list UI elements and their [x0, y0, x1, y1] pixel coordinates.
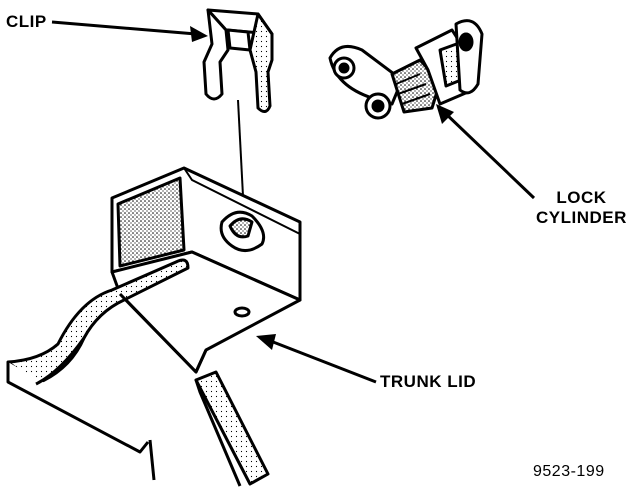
lock-label-line1: LOCK — [556, 188, 607, 207]
lock-cylinder-label: LOCK CYLINDER — [536, 188, 627, 228]
clip-part — [202, 8, 274, 113]
figure-number: 9523-199 — [533, 463, 605, 480]
clip-leader-arrow — [51, 20, 208, 42]
trunk-lid-panel — [6, 258, 270, 487]
trunk-lid-leader-arrow — [256, 334, 377, 384]
clip-label: CLIP — [6, 12, 47, 31]
clip-alignment-line — [237, 99, 244, 197]
lock-label-line2: CYLINDER — [536, 208, 627, 227]
lock-cylinder-part — [328, 19, 484, 120]
trunk-lid-label: TRUNK LID — [380, 372, 477, 391]
trunk-lid-bracket — [110, 166, 302, 374]
lock-cylinder-leader-arrow — [436, 104, 536, 200]
